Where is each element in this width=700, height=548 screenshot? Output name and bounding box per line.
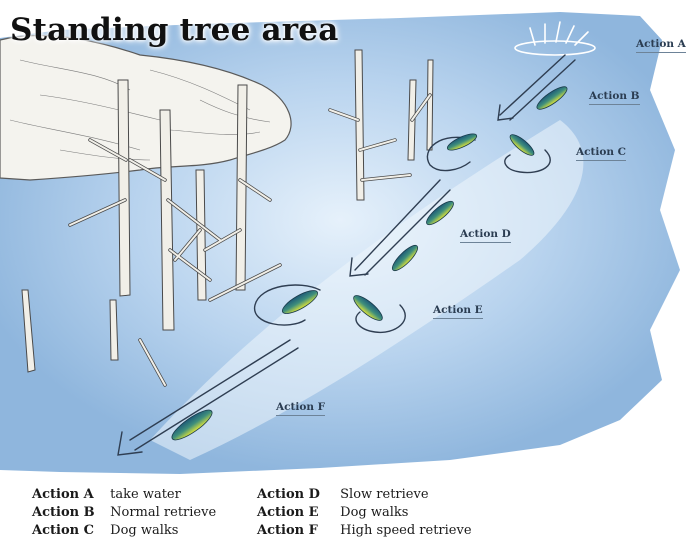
legend-item: Action F High speed retrieve (257, 523, 472, 538)
legend-item: Action B Normal retrieve (32, 505, 216, 520)
legend-key: Action B (32, 505, 95, 520)
circular-motion-arrows (254, 136, 551, 334)
legend-item: Action C Dog walks (32, 523, 178, 538)
legend-background (0, 478, 700, 548)
splash-icon (514, 21, 596, 56)
legend-desc: Slow retrieve (340, 487, 429, 502)
page-title: Standing tree area (10, 12, 339, 48)
legend-key: Action A (32, 487, 94, 502)
label-action-f: Action F (276, 401, 326, 416)
lure-icon (171, 86, 568, 441)
water-light-streak (150, 120, 584, 460)
label-action-a: Action A (636, 38, 686, 53)
label-action-b: Action B (589, 90, 640, 105)
legend-item: Action E Dog walks (257, 505, 408, 520)
legend-desc: take water (110, 487, 181, 502)
label-action-c: Action C (576, 146, 627, 161)
legend-item: Action D Slow retrieve (257, 487, 429, 502)
legend-key: Action D (257, 487, 320, 502)
legend-desc: Dog walks (110, 523, 179, 538)
legend-item: Action A take water (32, 487, 181, 502)
legend-desc: High speed retrieve (340, 523, 472, 538)
legend-key: Action F (257, 523, 318, 538)
tree-branches-fill (69, 94, 431, 386)
label-action-e: Action E (433, 304, 483, 319)
legend-desc: Dog walks (340, 505, 409, 520)
legend-key: Action C (32, 523, 94, 538)
retrieve-arrows (117, 54, 576, 456)
legend-key: Action E (257, 505, 319, 520)
label-action-d: Action D (460, 228, 511, 243)
standing-trees (21, 49, 434, 373)
legend-desc: Normal retrieve (110, 505, 217, 520)
